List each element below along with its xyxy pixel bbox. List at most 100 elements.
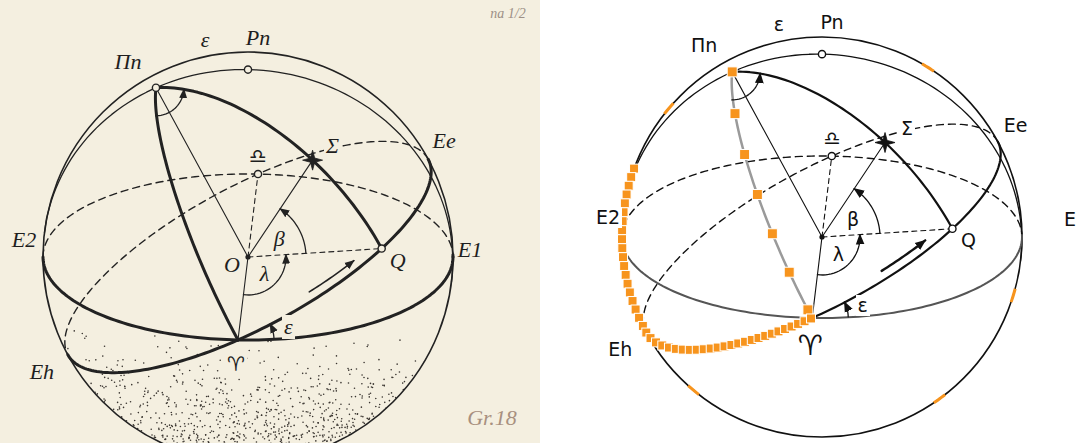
highlight-square xyxy=(752,190,762,200)
stipple-dot xyxy=(317,432,319,434)
stipple-dot xyxy=(336,424,338,426)
stipple-dot xyxy=(225,437,227,439)
stipple-dot xyxy=(353,342,355,344)
stipple-dot xyxy=(352,418,354,420)
stipple-dot xyxy=(333,427,335,429)
stipple-dot xyxy=(231,414,233,416)
stipple-dot xyxy=(422,370,424,372)
stipple-dot xyxy=(341,424,343,426)
stipple-dot xyxy=(361,397,363,399)
stipple-dot xyxy=(287,371,289,373)
stipple-dot xyxy=(265,415,267,417)
stipple-dot xyxy=(135,360,137,362)
stipple-dot xyxy=(69,397,71,399)
stipple-dot xyxy=(224,442,226,443)
stipple-dot xyxy=(361,395,363,397)
stipple-dot xyxy=(426,390,428,392)
stipple-dot xyxy=(389,400,391,402)
stipple-dot xyxy=(443,422,445,424)
stipple-dot xyxy=(221,404,223,406)
stipple-dot xyxy=(299,439,301,441)
stipple-dot xyxy=(139,433,141,435)
equator-front xyxy=(451,255,454,257)
stipple-dot xyxy=(84,413,86,415)
stipple-dot xyxy=(422,415,424,417)
stipple-dot xyxy=(328,437,330,439)
stipple-dot xyxy=(77,440,79,442)
stipple-dot xyxy=(401,431,403,433)
stipple-dot xyxy=(310,386,312,388)
stipple-dot xyxy=(245,428,247,430)
stipple-dot xyxy=(269,410,271,412)
stipple-dot xyxy=(84,405,86,407)
stipple-dot xyxy=(444,429,446,431)
stipple-dot xyxy=(102,385,104,387)
stipple-dot xyxy=(181,412,183,414)
stipple-dot xyxy=(322,425,324,427)
stipple-dot xyxy=(439,372,441,374)
stipple-dot xyxy=(371,412,373,414)
stipple-dot xyxy=(226,398,228,400)
stipple-dot xyxy=(397,412,399,414)
stipple-dot xyxy=(348,369,350,371)
stipple-dot xyxy=(238,410,240,412)
stipple-dot xyxy=(317,385,319,387)
stipple-dot xyxy=(81,438,83,440)
stipple-dot xyxy=(176,442,178,443)
stipple-dot xyxy=(281,389,283,391)
stipple-dot xyxy=(239,437,241,439)
centre-point xyxy=(245,254,250,259)
stipple-dot xyxy=(102,421,104,423)
stipple-dot xyxy=(112,370,114,372)
stipple-dot xyxy=(135,439,137,441)
stipple-dot xyxy=(354,387,356,389)
stipple-dot xyxy=(448,403,450,405)
lambda-arc xyxy=(243,255,286,295)
stipple-dot xyxy=(278,418,280,420)
stipple-dot xyxy=(59,414,61,416)
stipple-dot xyxy=(330,438,332,440)
stipple-dot xyxy=(147,405,149,407)
stipple-dot xyxy=(50,397,52,399)
stipple-dot xyxy=(415,360,417,362)
stipple-dot xyxy=(85,359,87,361)
highlight-square xyxy=(618,235,627,244)
stipple-dot xyxy=(302,373,304,375)
stipple-dot xyxy=(405,396,407,398)
stipple-dot xyxy=(395,423,397,425)
stipple-dot xyxy=(383,385,385,387)
stipple-dot xyxy=(203,439,205,441)
stipple-dot xyxy=(98,438,100,440)
libra-point xyxy=(828,152,835,159)
stipple-dot xyxy=(377,431,379,433)
stipple-dot xyxy=(185,390,187,392)
stipple-dot xyxy=(102,374,104,376)
stipple-dot xyxy=(368,396,370,398)
stipple-dot xyxy=(268,439,270,441)
figure-label: ε xyxy=(199,28,212,52)
stipple-dot xyxy=(114,381,116,383)
stipple-dot xyxy=(388,420,390,422)
stipple-dot xyxy=(423,375,425,377)
stipple-dot xyxy=(234,441,236,443)
stipple-dot xyxy=(355,396,357,398)
radius-pole xyxy=(732,72,822,237)
stipple-dot xyxy=(125,435,127,437)
stipple-dot xyxy=(178,364,180,366)
stipple-dot xyxy=(218,434,220,436)
lambda-arc xyxy=(817,235,860,275)
stipple-dot xyxy=(369,418,371,420)
stipple-dot xyxy=(294,416,296,418)
stipple-dot xyxy=(80,405,82,407)
stipple-dot xyxy=(170,357,172,359)
stipple-dot xyxy=(308,442,310,443)
stipple-dot xyxy=(173,440,175,442)
highlight-square xyxy=(622,190,631,199)
stipple-dot xyxy=(209,403,211,405)
stipple-dot xyxy=(264,424,266,426)
stipple-dot xyxy=(119,421,121,423)
stipple-dot xyxy=(298,391,300,393)
stipple-dot xyxy=(65,420,67,422)
stipple-dot xyxy=(135,442,137,443)
stipple-dot xyxy=(213,431,215,433)
